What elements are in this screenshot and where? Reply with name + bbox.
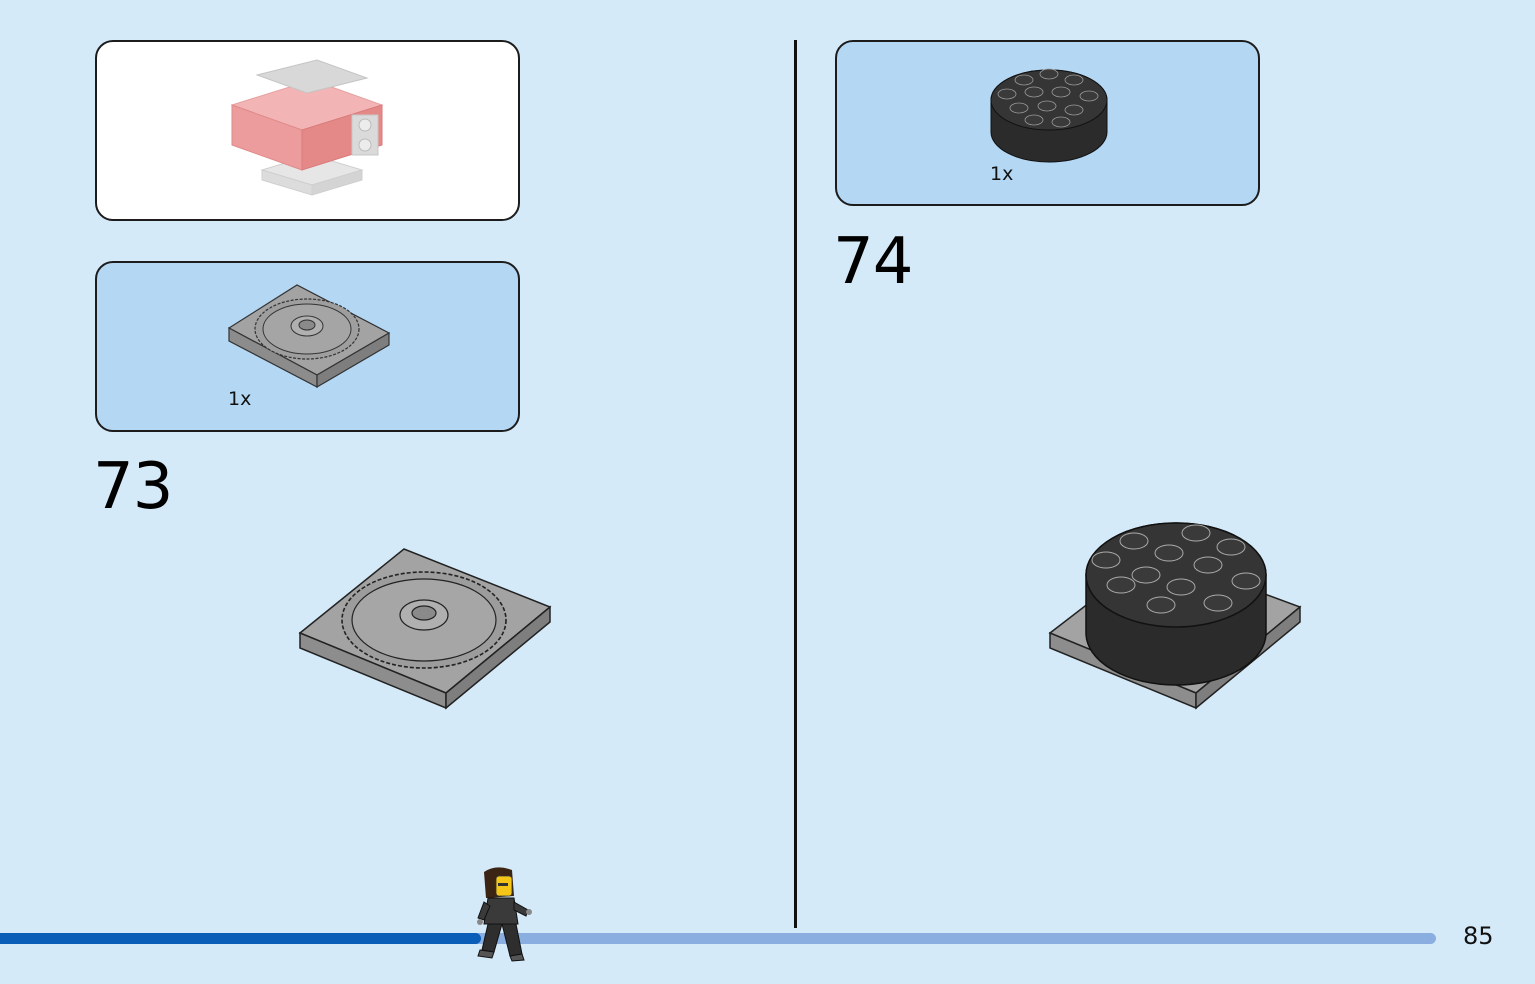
part-qty: 1x [990, 163, 1014, 185]
parts-panel-step-73: 1x [95, 261, 520, 432]
step-73-result [298, 548, 552, 710]
parts-panel-step-74: 1x [835, 40, 1260, 206]
round-brick-4x4-black-icon [990, 68, 1108, 163]
step-number: 73 [93, 450, 173, 524]
minifigure-runner-icon [477, 867, 532, 962]
part-qty: 1x [228, 388, 252, 410]
turntable-base-icon [227, 284, 391, 389]
context-panel [95, 40, 520, 221]
progress-bar [0, 933, 1436, 944]
step-74-result [1048, 522, 1302, 710]
engine-assembly-icon [230, 59, 384, 196]
progress-fill [0, 933, 482, 944]
page-number: 85 [1463, 922, 1494, 950]
page-divider [794, 40, 797, 928]
step-number: 74 [833, 225, 913, 299]
